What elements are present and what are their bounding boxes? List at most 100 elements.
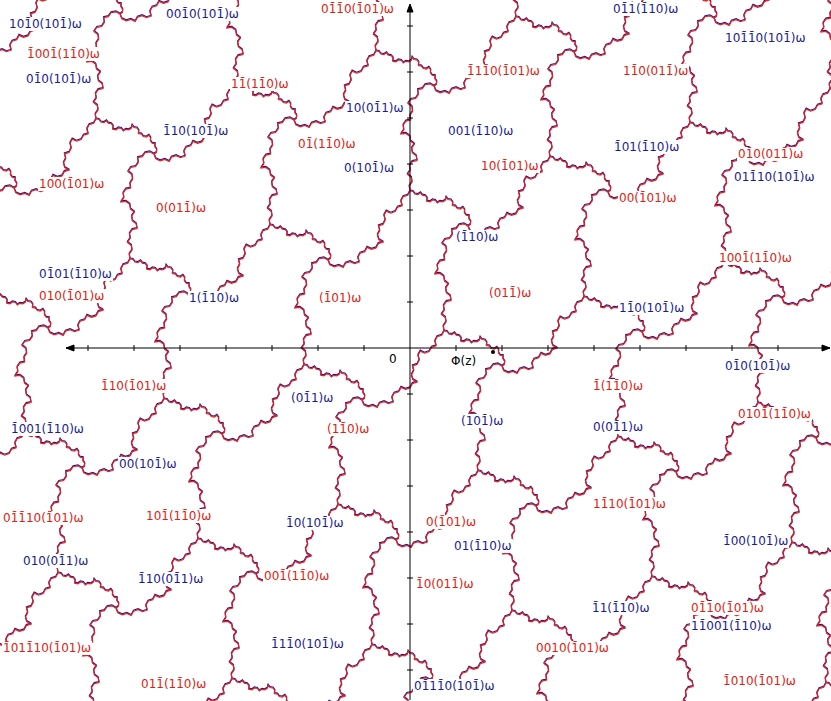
- boundary-curve: [608, 122, 690, 199]
- boundary-curve: [376, 50, 437, 85]
- region-label: (1̄10)ω: [455, 230, 499, 244]
- region-label: 11̄10(1̄01)ω: [592, 497, 667, 511]
- boundary-curve: [434, 16, 516, 93]
- coordinate-axes: [66, 4, 830, 700]
- boundary-curve: [468, 157, 550, 234]
- boundary-curve: [232, 678, 293, 701]
- boundary-curve: [507, 0, 540, 17]
- boundary-curve: [328, 191, 410, 268]
- region-label: 1001̄(11̄0)ω: [718, 251, 793, 265]
- region-label: 1̄010(1̄01)ω: [722, 674, 797, 688]
- boundary-curve: [724, 263, 785, 298]
- axis-tick: [364, 345, 365, 351]
- boundary-curve: [618, 436, 679, 471]
- axis-tick: [407, 624, 413, 625]
- region-label: 1̄0(101̄)ω: [285, 516, 345, 530]
- boundary-curve: [430, 611, 512, 688]
- region-label: Φ(z): [450, 354, 477, 368]
- region-label: (11̄0)ω: [326, 422, 370, 436]
- boundary-curve: [362, 331, 444, 408]
- axis-tick: [407, 26, 413, 27]
- boundary-curve: [270, 224, 331, 259]
- region-label: 01(1̄10)ω: [453, 539, 513, 553]
- boundary-curve: [164, 398, 225, 433]
- boundary-curve: [575, 189, 608, 296]
- region-label: 01̄0(101̄)ω: [25, 72, 92, 86]
- region-label: 01̄0(011̄)ω: [737, 147, 804, 161]
- boundary-curve: [817, 575, 831, 682]
- boundary-curve: [329, 397, 362, 504]
- region-label: 01̄1(1̄10)ω: [612, 2, 679, 16]
- boundary-curve: [401, 83, 434, 190]
- boundary-curve: [816, 369, 831, 446]
- boundary-curve: [0, 185, 14, 292]
- axis-tick: [134, 345, 135, 351]
- region-label: 010(1̄01)ω: [38, 289, 105, 303]
- region-label: 1̄001(1̄10)ω: [10, 422, 85, 436]
- region-label: 0: [388, 352, 398, 366]
- region-label: 10(01̄1)ω: [345, 101, 405, 115]
- boundary-curve: [0, 573, 58, 650]
- boundary-curve: [830, 89, 831, 124]
- axis-tick: [407, 302, 413, 303]
- axis-arrowhead: [66, 345, 74, 351]
- boundary-curve: [817, 576, 831, 683]
- region-label: 00(101̄)ω: [118, 457, 178, 471]
- boundary-curve: [430, 610, 512, 687]
- region-label: 1̄10(1̄01)ω: [100, 379, 167, 393]
- axis-tick: [407, 164, 413, 165]
- boundary-curve: [328, 190, 410, 267]
- axis-arrowhead: [407, 4, 413, 12]
- region-label: 010(01̄1)ω: [22, 554, 89, 568]
- region-label: 01̄1̄10(1̄01)ω: [2, 511, 85, 525]
- boundary-curve: [792, 542, 831, 577]
- axis-arrowhead: [822, 345, 830, 351]
- region-label: 01̄0(101̄)ω: [724, 359, 791, 373]
- axis-tick: [594, 345, 595, 351]
- boundary-curve: [396, 471, 478, 548]
- region-label: (011̄)ω: [488, 286, 532, 300]
- boundary-curve: [503, 503, 536, 610]
- region-label: 11̄001(1̄10)ω: [690, 619, 773, 633]
- region-label: 0(011̄)ω: [155, 201, 207, 215]
- boundary-curve: [372, 645, 433, 680]
- region-label: 001̄(11̄0)ω: [263, 569, 330, 583]
- boundary-curve: [714, 0, 796, 25]
- region-label: 01̄1̄0(1̄01)ω: [320, 2, 395, 16]
- boundary-curve: [223, 572, 256, 679]
- axis-tick: [502, 345, 503, 351]
- region-label: 1̄00(101̄)ω: [722, 534, 789, 548]
- boundary-curve: [541, 50, 574, 157]
- boundary-curve: [376, 51, 437, 86]
- axis-tick: [318, 345, 319, 351]
- axis-tick: [407, 210, 413, 211]
- boundary-curve: [396, 470, 478, 547]
- axis-tick: [407, 532, 413, 533]
- axis-tick: [407, 486, 413, 487]
- boundary-curve: [154, 85, 236, 162]
- region-label: 011̄(11̄0)ω: [140, 677, 207, 691]
- boundary-curve: [0, 186, 14, 293]
- region-label: (01̄1)ω: [290, 391, 334, 405]
- region-label: 1̄011̄10(1̄01)ω: [2, 641, 92, 655]
- axis-tick: [456, 345, 457, 351]
- boundary-curve: [0, 153, 17, 188]
- boundary-curve: [0, 433, 24, 510]
- region-label: (1̄01)ω: [318, 291, 362, 305]
- boundary-curve: [362, 330, 444, 407]
- boundary-curve: [643, 470, 676, 577]
- region-label: 1̄01(1̄10)ω: [613, 140, 680, 154]
- region-label: 10(1̄01)ω: [480, 159, 540, 173]
- boundary-curve: [550, 157, 611, 192]
- region-label: 100(1̄01)ω: [38, 177, 105, 191]
- region-label: 0(101̄)ω: [343, 161, 395, 175]
- point-marker: [491, 350, 495, 354]
- region-label: 1(1̄10)ω: [188, 291, 240, 305]
- region-label: 001̄0(101̄)ω: [165, 7, 240, 21]
- boundary-curve: [295, 258, 328, 365]
- boundary-curve: [502, 297, 584, 374]
- boundary-curve: [516, 17, 577, 52]
- region-label: 1̄001̄(11̄0)ω: [26, 47, 101, 61]
